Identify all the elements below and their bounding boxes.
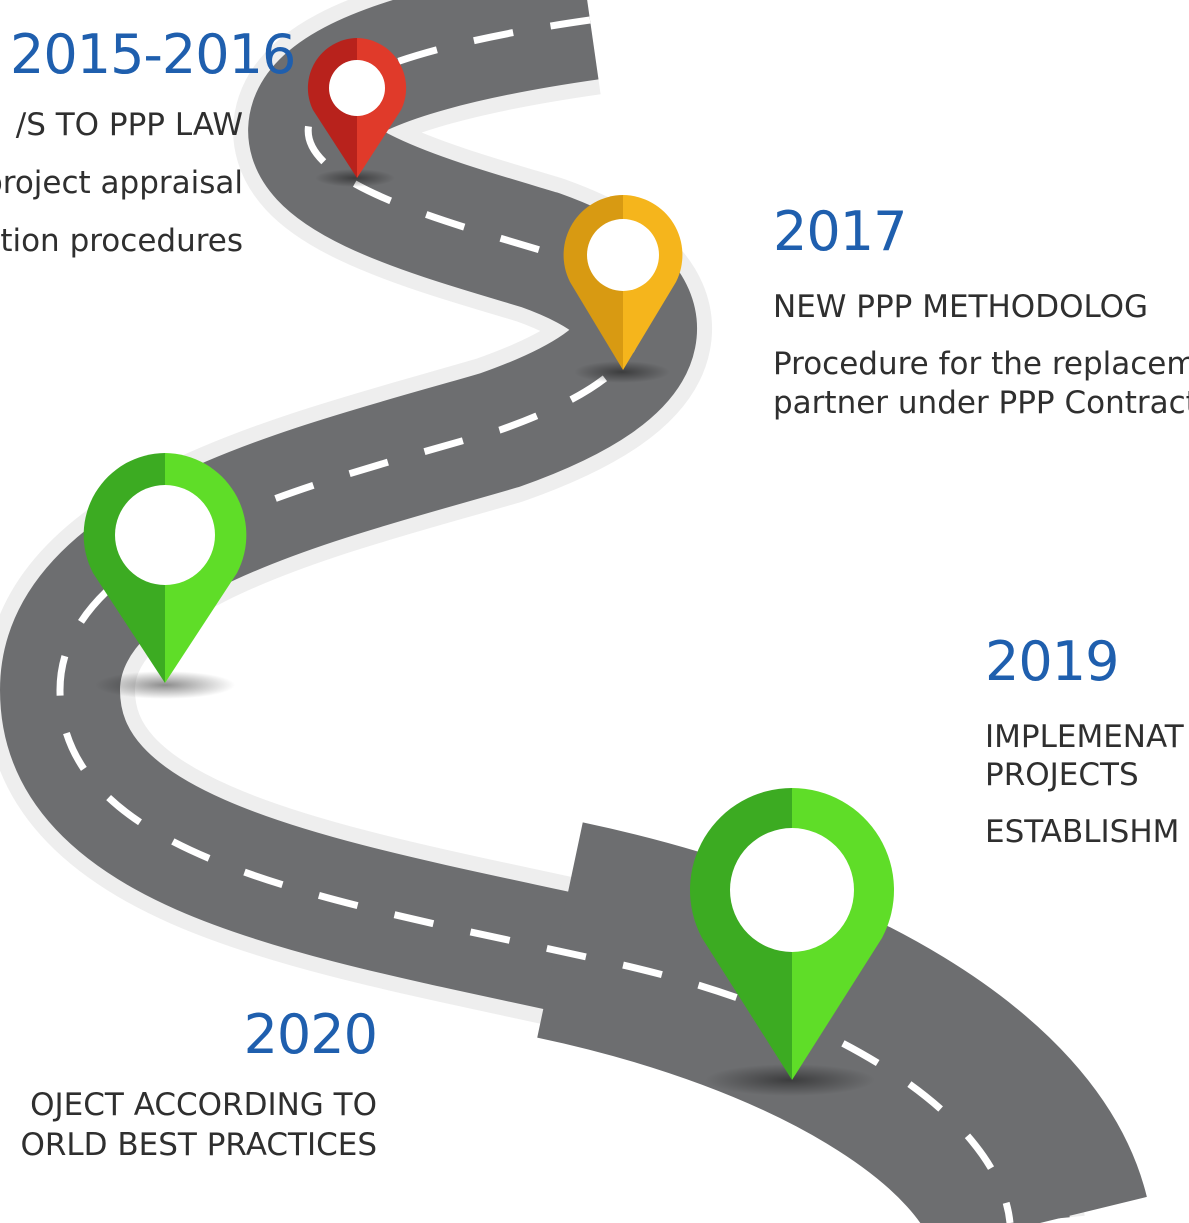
milestone-year: 2020 <box>243 1003 378 1066</box>
pin-shadow <box>95 671 235 699</box>
road-surface-foreground <box>536 822 1147 1223</box>
milestone-line: IMPLEMENAT <box>985 719 1184 755</box>
milestone-line: ESTABLISHM <box>985 814 1180 850</box>
milestone-line: project appraisal <box>0 165 243 201</box>
milestone-line: NEW PPP METHODOLOG <box>773 289 1149 325</box>
map-pin-icon <box>307 38 407 178</box>
milestone-line: ORLD BEST PRACTICES <box>20 1127 377 1163</box>
milestone-line: partner under PPP Contract <box>773 385 1189 421</box>
milestone-year: 2017 <box>773 200 907 263</box>
milestone-line: PROJECTS <box>985 757 1139 793</box>
pin-shadow <box>705 1064 875 1096</box>
milestone-line: /S TO PPP LAW <box>15 107 243 143</box>
milestone-line: Procedure for the replacem <box>773 346 1189 382</box>
road-center-dashes <box>56 16 1014 1223</box>
pin-shadow <box>574 361 670 383</box>
map-pin-icon <box>83 453 247 683</box>
map-pin-icon <box>563 195 683 370</box>
map-pin-icon <box>690 788 894 1080</box>
milestone-year: 2015-2016 <box>10 23 296 86</box>
milestone-line: OJECT ACCORDING TO <box>30 1087 377 1123</box>
milestone-line: tion procedures <box>0 223 243 259</box>
milestone-year: 2019 <box>985 630 1119 693</box>
pin-shadow <box>315 169 395 187</box>
